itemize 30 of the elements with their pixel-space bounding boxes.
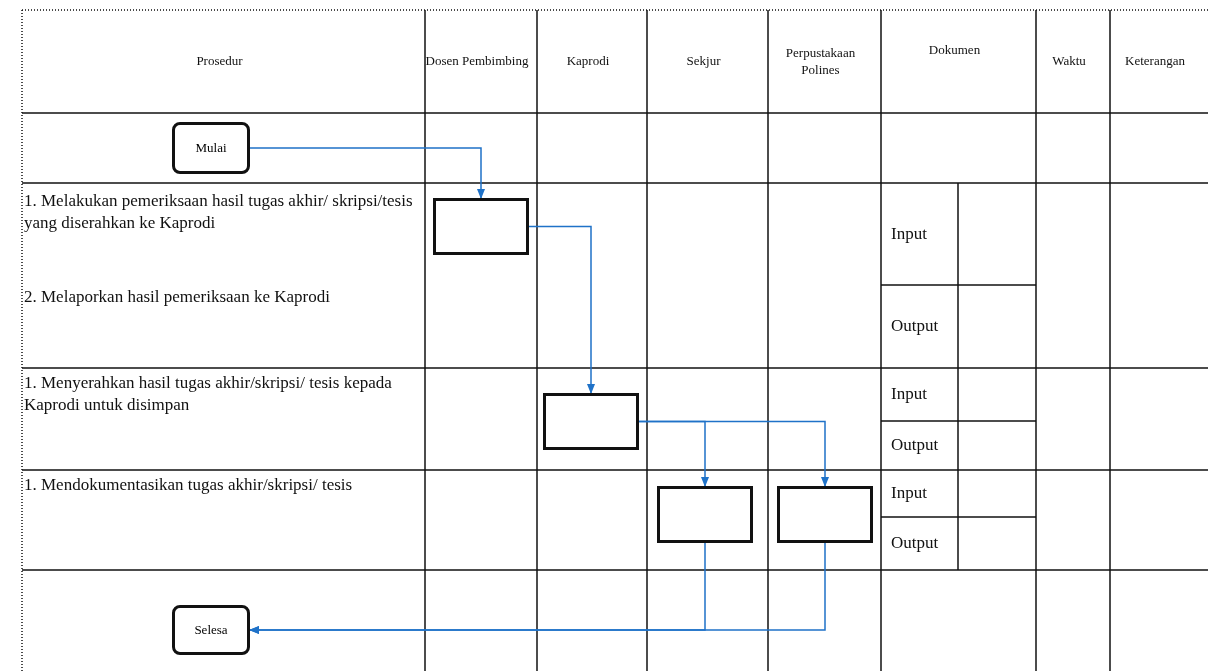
terminator-box [172, 122, 250, 174]
terminator-box [172, 605, 250, 655]
column-header: Sekjur [686, 53, 721, 70]
document-label: Output [891, 434, 939, 457]
process-box [543, 393, 639, 450]
terminator-label: Mulai [195, 140, 227, 156]
column-header: Dosen Pembimbing [425, 53, 529, 70]
document-label: Output [891, 315, 939, 338]
procedure-text: 1. Melakukan pemeriksaan hasil tugas akhir/ skripsi/tesis yang diserahkan ke Kaprodi [24, 191, 413, 233]
terminator-label: Selesa [194, 622, 228, 638]
process-box [433, 198, 529, 255]
column-header: Waktu [1052, 53, 1086, 70]
column-header: Keterangan [1125, 53, 1185, 70]
arrow [638, 420, 829, 487]
procedure-text: 1. Mendokumentasikan tugas akhir/skripsi/ tesis [24, 475, 353, 494]
arrow [249, 542, 826, 634]
procedure-text: 2. Melaporkan hasil pemeriksaan ke Kaprodi [24, 287, 330, 306]
process-box [777, 486, 873, 543]
column-header: Prosedur [196, 53, 243, 70]
document-label: Input [891, 222, 927, 245]
column-header: Perpustakaan Polines [784, 44, 857, 79]
procedure-text: 1. Menyerahkan hasil tugas akhir/skripsi/ tesis kepada Kaprodi untuk disimpan [24, 373, 392, 415]
document-label: Input [891, 383, 927, 406]
process-box [657, 486, 753, 543]
arrow [249, 147, 485, 199]
document-label: Output [891, 532, 939, 555]
document-label: Input [891, 482, 927, 505]
column-header: Dokumen [928, 41, 981, 59]
arrow [528, 225, 595, 394]
column-header: Kaprodi [566, 53, 610, 70]
